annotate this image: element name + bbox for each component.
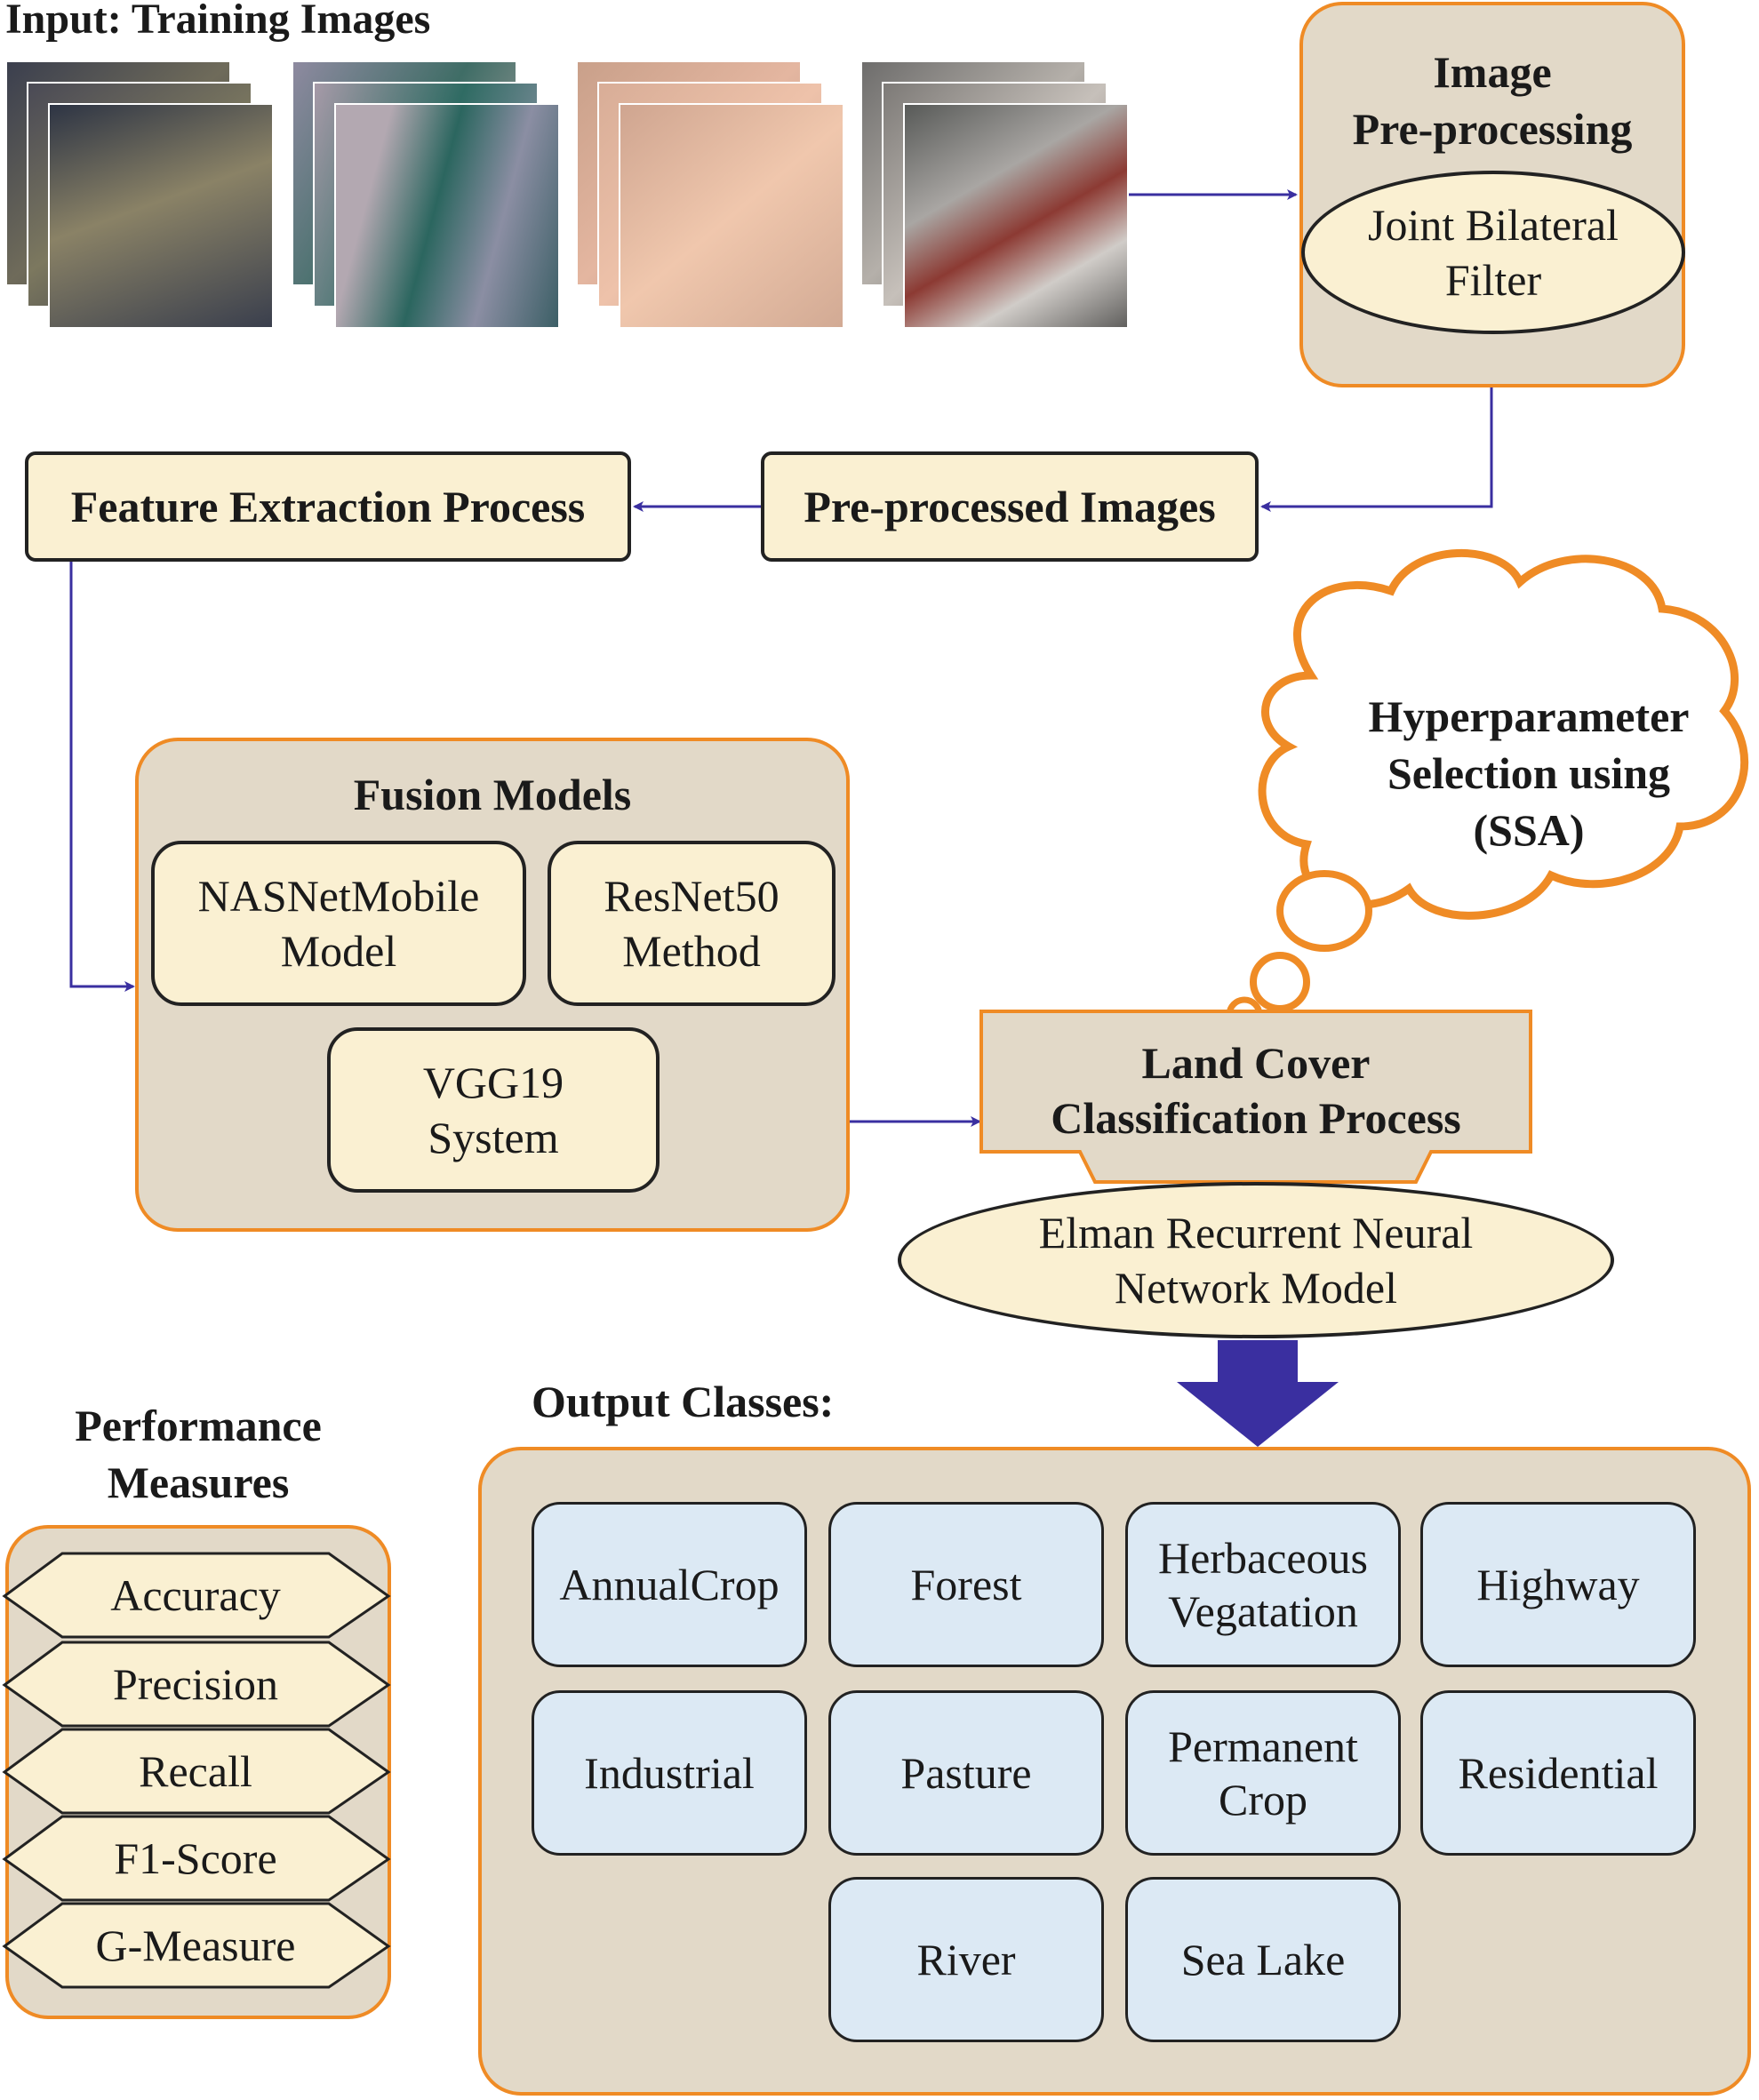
land-cover-classification-title: Land Cover Classification Process bbox=[1051, 1038, 1461, 1143]
class-pasture: Pasture bbox=[828, 1690, 1104, 1856]
joint-bilateral-filter: Joint Bilateral Filter bbox=[1301, 171, 1685, 334]
class-residential: Residential bbox=[1420, 1690, 1696, 1856]
performance-hexagons bbox=[2, 1552, 391, 1989]
preprocessed-images-box: Pre-processed Images bbox=[761, 451, 1259, 562]
training-image-stack-4 bbox=[860, 60, 1129, 329]
measure-f1-score: F1-Score bbox=[114, 1833, 277, 1883]
fusion-models-title: Fusion Models bbox=[353, 770, 632, 819]
measure-precision: Precision bbox=[112, 1659, 279, 1709]
feature-extraction-box: Feature Extraction Process bbox=[25, 451, 631, 562]
measure-g-measure: G-Measure bbox=[95, 1920, 296, 1970]
vgg19-system-box: VGG19 System bbox=[327, 1027, 660, 1193]
hyperparameter-selection-label: Hyperparameter Selection using (SSA) bbox=[1368, 691, 1690, 855]
input-title: Input: Training Images bbox=[5, 0, 431, 43]
big-down-arrow bbox=[1177, 1340, 1339, 1447]
hexagon-precision bbox=[2, 1641, 391, 1728]
training-image-tile bbox=[334, 103, 560, 329]
output-classes-title: Output Classes: bbox=[532, 1377, 835, 1426]
classification-box bbox=[979, 1010, 1532, 1184]
measure-recall: Recall bbox=[139, 1746, 252, 1796]
training-image-stack-3 bbox=[576, 60, 844, 329]
training-image-tile bbox=[619, 103, 844, 329]
class-industrial: Industrial bbox=[532, 1690, 807, 1856]
training-image-stack-2 bbox=[292, 60, 560, 329]
arrow-preprocessing-to-preprocessed bbox=[1260, 387, 1493, 512]
class-annualcrop: AnnualCrop bbox=[532, 1502, 807, 1667]
class-sea-lake: Sea Lake bbox=[1125, 1877, 1401, 2042]
cloud-bubble-medium bbox=[1250, 952, 1310, 1012]
image-preprocessing-title: Image Pre-processing bbox=[1352, 47, 1633, 154]
hexagon-recall bbox=[2, 1728, 391, 1815]
training-image-tile bbox=[903, 103, 1129, 329]
performance-measures-title: Performance Measures bbox=[75, 1401, 322, 1507]
class-herbaceous-vegetation: Herbaceous Vegatation bbox=[1125, 1502, 1401, 1667]
hexagon-f1-score bbox=[2, 1815, 391, 1902]
cloud-bubble-large bbox=[1276, 870, 1372, 952]
performance-labels: Accuracy Precision Recall F1-Score G-Mea… bbox=[0, 1545, 395, 1989]
measure-accuracy: Accuracy bbox=[110, 1570, 281, 1620]
class-permanent-crop: Permanent Crop bbox=[1125, 1690, 1401, 1856]
training-image-stack-1 bbox=[5, 60, 274, 329]
hexagon-accuracy bbox=[2, 1552, 391, 1639]
class-forest: Forest bbox=[828, 1502, 1104, 1667]
hexagon-g-measure bbox=[2, 1902, 391, 1989]
arrow-feature-to-fusion bbox=[69, 562, 135, 992]
class-river: River bbox=[828, 1877, 1104, 2042]
hyperparameter-cloud bbox=[1258, 548, 1749, 920]
resnet50-method-box: ResNet50 Method bbox=[548, 841, 836, 1006]
elman-rnn-model: Elman Recurrent Neural Network Model bbox=[898, 1182, 1614, 1338]
nasnetmobile-model-box: NASNetMobile Model bbox=[151, 841, 526, 1006]
class-highway: Highway bbox=[1420, 1502, 1696, 1667]
training-image-tile bbox=[48, 103, 274, 329]
